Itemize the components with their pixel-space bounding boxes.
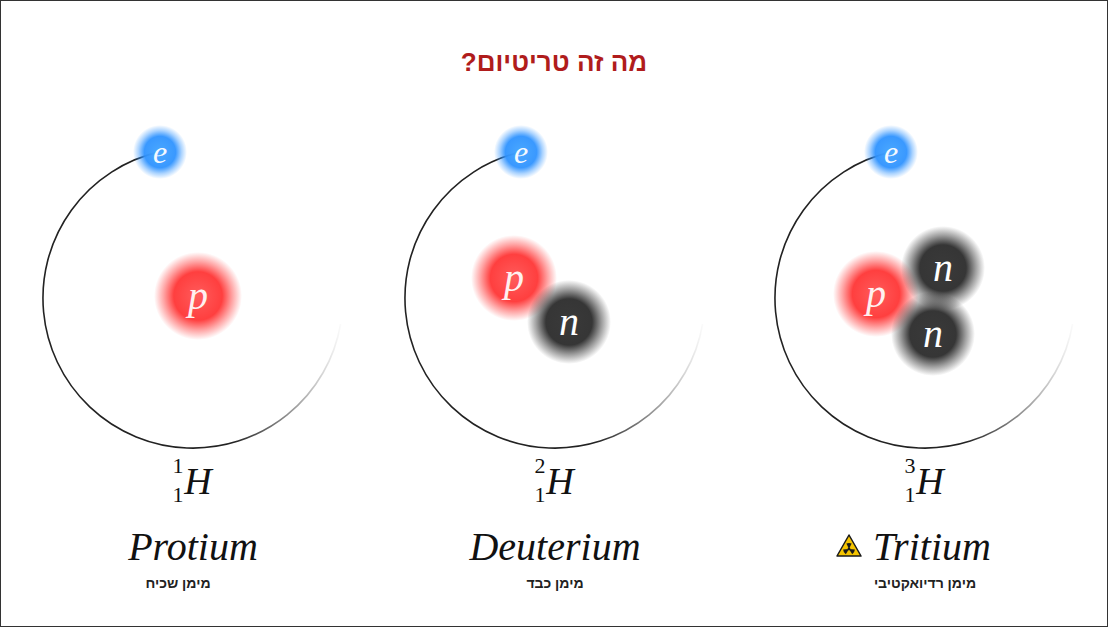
electron-circle: e	[133, 125, 187, 179]
particle-letter: e	[494, 125, 548, 179]
radiation-symbol	[837, 535, 861, 556]
nucleon-number: 1	[905, 483, 916, 507]
nucleon-number: 3	[905, 454, 916, 478]
hebrew-caption: מימן שכיח	[145, 576, 210, 591]
hebrew-caption: מימן כבד	[526, 576, 583, 591]
particle-letter: n	[891, 292, 975, 376]
electron-circle: e	[864, 125, 918, 179]
orbit	[43, 152, 341, 448]
isotope-name: Tritium	[873, 525, 991, 569]
particle-letter: e	[864, 125, 918, 179]
element-symbol: H	[184, 461, 211, 503]
isotope-name: Protium	[128, 525, 258, 569]
element-symbol: H	[546, 461, 573, 503]
nucleon-number: 2	[535, 454, 546, 478]
proton-circle: p	[154, 252, 242, 340]
neutron-circle: n	[891, 292, 975, 376]
particle-letter: p	[154, 252, 242, 340]
nucleon-number: 1	[173, 483, 184, 507]
title: מה זה טריטיום?	[461, 47, 647, 78]
hebrew-caption: מימן רדיואקטיבי	[874, 576, 976, 591]
orbit	[775, 152, 1073, 448]
isotope-name: Deuterium	[469, 525, 640, 569]
nucleon-number: 1	[535, 483, 546, 507]
particle-letter: e	[133, 125, 187, 179]
element-symbol: H	[916, 461, 943, 503]
electron-circle: e	[494, 125, 548, 179]
particle-letter: n	[527, 280, 611, 364]
nucleon-number: 1	[173, 454, 184, 478]
neutron-circle: n	[527, 280, 611, 364]
orbit	[405, 152, 703, 448]
